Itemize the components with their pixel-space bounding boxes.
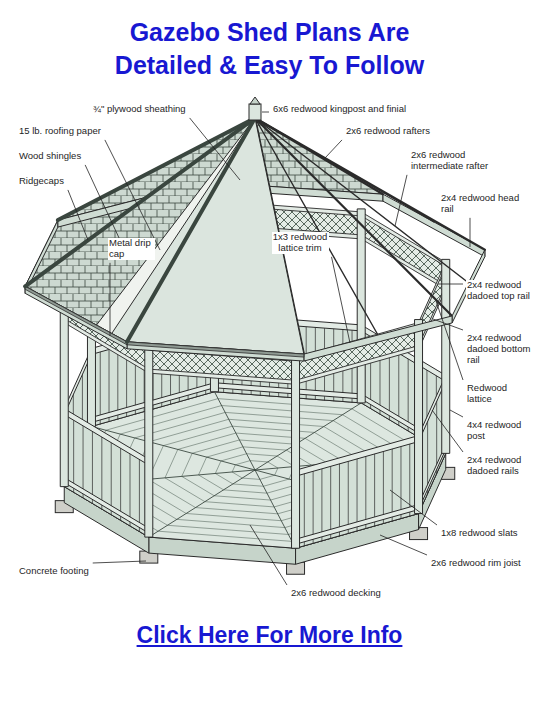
part-label: 1x8 redwood slats: [440, 528, 519, 539]
bottom-rail: [64, 478, 149, 533]
post: [60, 293, 68, 487]
leader-line: [190, 118, 240, 180]
finial-cap: [250, 97, 260, 104]
kingpost-finial: [249, 104, 261, 120]
part-label: 2x4 redwood head rail: [440, 193, 532, 215]
slat: [92, 428, 93, 503]
leader-line: [438, 284, 463, 285]
slat: [339, 461, 340, 536]
rafter: [255, 118, 485, 250]
leader-line: [433, 319, 463, 330]
slat: [374, 451, 375, 526]
part-label: Metal drip cap: [108, 238, 155, 260]
part-label: 2x4 redwood dadoed rails: [466, 455, 530, 477]
leader-line: [68, 190, 88, 240]
wood-shingles: [25, 118, 255, 325]
intermediate-rafter: [255, 118, 434, 222]
ridgecap: [25, 118, 255, 286]
decking-seam: [255, 470, 296, 548]
leader-line: [93, 561, 146, 563]
top-rail: [296, 436, 419, 477]
part-label: 15 lb. roofing paper: [18, 126, 102, 137]
part-label: 1x3 redwood lattice trim: [272, 232, 329, 254]
slat: [100, 349, 101, 424]
part-label: 2x6 redwood decking: [290, 588, 382, 599]
slat: [392, 446, 393, 521]
slat: [73, 417, 74, 492]
part-label: Ridgecaps: [18, 176, 65, 187]
slat: [400, 444, 401, 519]
leader-line: [332, 257, 351, 343]
leader-line: [432, 410, 463, 452]
leader-line: [380, 535, 427, 555]
lattice-trim: [361, 235, 446, 289]
leader-line: [325, 140, 342, 158]
slat: [120, 445, 121, 520]
slat: [139, 456, 140, 531]
slat: [130, 451, 131, 526]
bottom-rail: [296, 505, 419, 545]
slat: [408, 356, 409, 431]
slat: [383, 448, 384, 523]
slat: [313, 468, 314, 543]
slat: [365, 453, 366, 528]
leader-line: [470, 218, 471, 247]
part-label: 2x4 redwood dadoed top rail: [466, 280, 534, 302]
head-rail: [304, 316, 452, 361]
leader-lines: [68, 112, 470, 585]
post: [415, 320, 423, 514]
top-rail: [64, 409, 149, 465]
leader-line: [250, 525, 287, 585]
slat: [111, 440, 112, 515]
leader-line: [436, 301, 463, 380]
part-label: 6x6 redwood kingpost and finial: [272, 104, 407, 115]
slat: [348, 458, 349, 533]
railing-panel: [64, 412, 149, 537]
slat: [357, 456, 358, 531]
leader-line: [390, 490, 437, 525]
intermediate-rafter: [255, 118, 468, 283]
drip-cap: [25, 286, 127, 345]
part-label: 2x6 redwood intermediate rafter: [410, 150, 507, 172]
slat: [304, 471, 305, 546]
bottom-rail: [214, 383, 361, 399]
post: [145, 343, 153, 537]
leader-line: [450, 410, 463, 417]
part-label: 2x6 redwood rim joist: [430, 558, 522, 569]
part-label: 2x6 redwood rafters: [345, 126, 431, 137]
post: [292, 354, 300, 548]
link-caption: Click Here For More Info: [0, 620, 539, 650]
part-label: Wood shingles: [18, 151, 82, 162]
part-label: 2x4 redwood dadoed bottom rail: [466, 333, 534, 366]
slat: [321, 466, 322, 541]
part-label: 4x4 redwood post: [466, 420, 530, 442]
part-label: Concrete footing: [18, 566, 90, 577]
slat: [330, 463, 331, 538]
leader-line: [85, 165, 120, 240]
leader-line: [110, 263, 111, 336]
slat: [436, 398, 437, 473]
leader-line: [105, 140, 160, 250]
slat: [109, 346, 110, 421]
slat: [83, 423, 84, 498]
leader-line: [262, 112, 269, 113]
slat: [101, 434, 102, 509]
decking-seam: [214, 392, 255, 470]
part-label: ¾" plywood sheathing: [92, 104, 187, 115]
lattice-trim: [149, 369, 296, 384]
page-title: Gazebo Shed Plans Are Detailed & Easy To…: [80, 16, 459, 82]
leader-line: [395, 175, 407, 226]
drip-cap: [127, 342, 304, 357]
decking-seam: [149, 470, 255, 537]
part-label: Redwood lattice: [466, 383, 530, 405]
head-rail: [25, 286, 127, 349]
slat: [427, 419, 428, 494]
slat: [398, 350, 399, 425]
head-rail: [127, 342, 304, 361]
